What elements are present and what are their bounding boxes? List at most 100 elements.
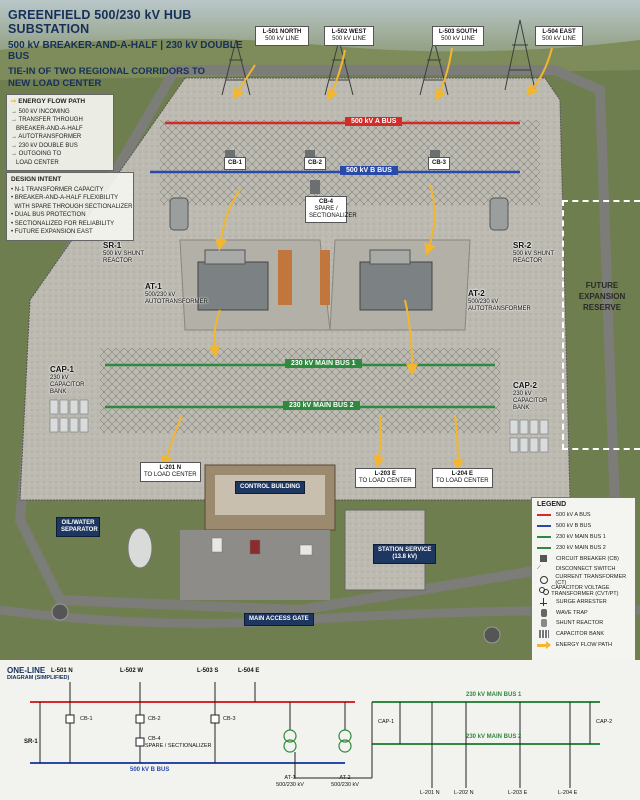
cb2-tag: CB-2: [304, 157, 327, 170]
at1-name: AT-1: [145, 282, 162, 291]
cap1-desc: 230 kV CAPACITOR BANK: [50, 375, 85, 395]
line-icon: [537, 522, 551, 530]
line-icon: [537, 533, 551, 541]
legend-label: CAPACITOR BANK: [556, 631, 605, 638]
one-line-diagram: ONE-LINE DIAGRAM (SIMPLIFIED): [0, 660, 640, 800]
energy-flow-item: BREAKER-AND-A-HALF: [11, 125, 83, 132]
future-expansion-reserve: FUTURE EXPANSION RESERVE: [562, 200, 640, 450]
ol-cb2: CB-2: [148, 716, 161, 722]
flow-arrow-icon: ⇨: [11, 98, 17, 105]
legend-label: CURRENT TRANSFORMER (CT): [555, 574, 627, 587]
sr1-desc: 500 kV SHUNT REACTOR: [103, 251, 144, 264]
cap1-name: CAP-1: [50, 365, 75, 374]
circle-icon: [537, 576, 550, 585]
legend-label: 230 kV MAIN BUS 1: [556, 533, 606, 540]
legend-item: 230 kV MAIN BUS 1: [532, 532, 635, 543]
ol-main-bus-2-label: 230 kV MAIN BUS 2: [466, 734, 522, 740]
page-title: GREENFIELD 500/230 kV HUB SUBSTATION: [8, 8, 192, 36]
ol-feeders: [294, 702, 591, 788]
main-bus-1-label: 230 kV MAIN BUS 1: [285, 359, 362, 368]
line-name: L-504 EAST: [542, 29, 576, 35]
aerial-scene: GREENFIELD 500/230 kV HUB SUBSTATION 500…: [0, 0, 640, 644]
line-icon: [537, 544, 551, 552]
ol-at2-name: AT-2: [339, 775, 351, 781]
main-gate-tag: MAIN ACCESS GATE: [244, 613, 314, 626]
ol-bus-b-label: 500 kV B BUS: [130, 767, 170, 773]
design-intent-box: DESIGN INTENT • N-1 TRANSFORMER CAPACITY…: [6, 172, 134, 241]
ol-l504: L-504 E: [238, 668, 260, 674]
legend-item: 230 kV MAIN BUS 2: [532, 542, 635, 553]
legend-label: WAVE TRAP: [556, 609, 588, 616]
cap2-name: CAP-2: [513, 381, 538, 390]
ol-l502: L-502 W: [120, 668, 144, 674]
page-description: TIE-IN OF TWO REGIONAL CORRIDORS TO NEW …: [8, 66, 206, 89]
legend-item: 500 kV B BUS: [532, 521, 635, 532]
ol-cb4-note: SPARE / SECTIONALIZER: [145, 743, 212, 749]
station-service-tag: STATION SERVICE(13.8 kV): [373, 544, 437, 564]
legend-label: ENERGY FLOW PATH: [556, 641, 612, 648]
oneline-drawing: [30, 682, 600, 788]
line-name: L-502 WEST: [331, 29, 367, 35]
legend-heading: LEGEND: [537, 501, 567, 508]
capacitor-banks: [49, 399, 549, 453]
west-culvert: [51, 603, 69, 621]
title-block: GREENFIELD 500/230 kV HUB SUBSTATION 500…: [8, 8, 258, 90]
ol-l202: L-202 N: [454, 790, 474, 796]
legend-label: SHUNT REACTOR: [556, 620, 604, 627]
ol-sr1: SR-1: [24, 739, 38, 745]
line-rating: 500 kV LINE: [441, 36, 475, 42]
ol-cap2: CAP-2: [596, 719, 613, 725]
cyl-icon: [537, 608, 551, 617]
incoming-towers: [221, 19, 536, 96]
cvt-icon: [537, 586, 549, 595]
legend-label: CIRCUIT BREAKER (CB): [556, 555, 619, 562]
at2-ratio: 500/230 kV: [468, 299, 499, 305]
square-icon: [537, 554, 551, 563]
ol-at2-ratio: 500/230 kV: [331, 782, 359, 788]
scene-artwork: [0, 0, 640, 644]
shunt-reactors: [169, 197, 509, 231]
bus-b-label: 500 kV B BUS: [340, 166, 398, 175]
legend-item: ENERGY FLOW PATH: [532, 640, 635, 651]
legend-label: 500 kV B BUS: [556, 523, 592, 530]
station-service-name: STATION SERVICE: [378, 547, 432, 553]
ol-at1-ratio: 500/230 kV: [276, 782, 304, 788]
ol-at1-name: AT-1: [284, 775, 296, 781]
energy-flow-arrows: [161, 47, 553, 471]
ol-l201: L-201 N: [420, 790, 440, 796]
legend-item: WAVE TRAP: [532, 607, 635, 618]
legend-item: SURGE ARRESTER: [532, 596, 635, 607]
design-intent-item: • N-1 TRANSFORMER CAPACITY: [11, 186, 104, 193]
ol-main-bus-1-label: 230 kV MAIN BUS 1: [466, 692, 522, 698]
line-out-dest: TO LOAD CENTER: [359, 478, 412, 484]
design-intent-item: • FUTURE EXPANSION EAST: [11, 229, 93, 235]
cb4-name: CB-4: [318, 199, 333, 205]
legend-item: 500 kV A BUS: [532, 510, 635, 521]
ol-l203: L-203 E: [508, 790, 528, 796]
at2-name: AT-2: [468, 289, 485, 298]
design-intent-item: • BREAKER-AND-A-HALF FLEXIBILITY: [11, 195, 119, 201]
oneline-subtitle: DIAGRAM (SIMPLIFIED): [7, 675, 70, 681]
line-out-name: L-203 E: [374, 471, 396, 477]
legend-rows: 500 kV A BUS 500 kV B BUS 230 kV MAIN BUS …: [532, 510, 635, 650]
energy-flow-heading: ⇨ ENERGY FLOW PATH: [11, 98, 109, 107]
main-bus-2-label: 230 kV MAIN BUS 2: [283, 401, 360, 410]
legend-label: DISCONNECT SWITCH: [556, 566, 616, 573]
control-building: [204, 464, 336, 531]
line-out-dest: TO LOAD CENTER: [144, 472, 197, 478]
legend-label: 500 kV A BUS: [556, 512, 591, 519]
energy-flow-item: → OUTGOING TO: [11, 151, 62, 157]
cyl-icon: [537, 619, 551, 628]
station-service-rating: (13.8 kV): [392, 554, 418, 560]
